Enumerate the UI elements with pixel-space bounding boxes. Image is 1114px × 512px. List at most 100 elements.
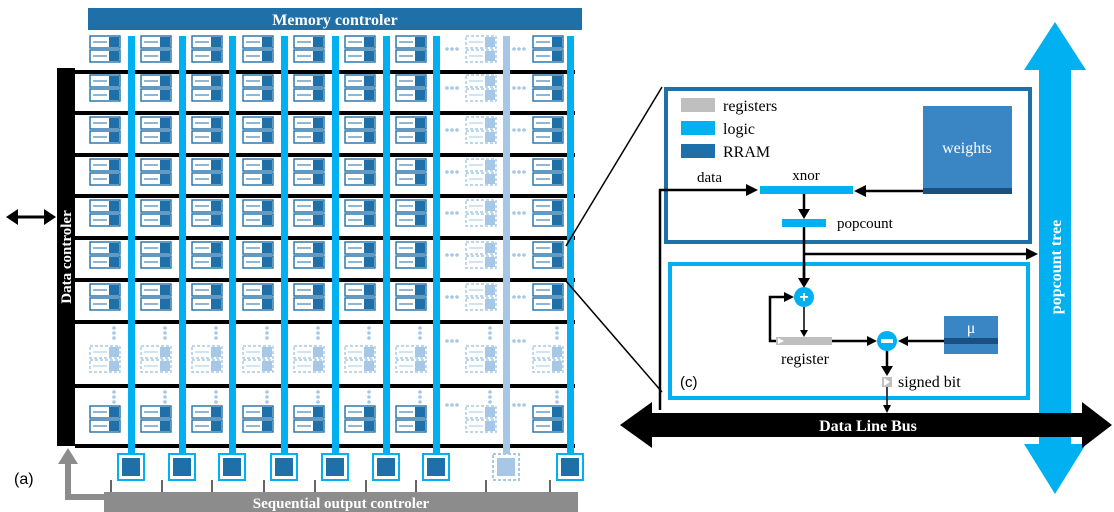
rram-square — [160, 51, 170, 61]
ellipsis-dot — [522, 86, 526, 90]
rram-square — [262, 299, 272, 309]
row-bus-line — [75, 70, 575, 74]
ellipsis-dot — [112, 395, 116, 399]
ellipsis-dot — [522, 339, 526, 343]
rram-square — [109, 76, 119, 86]
rram-square — [552, 174, 562, 184]
rram-square — [211, 215, 221, 225]
ellipsis-dot — [517, 47, 521, 51]
rram-square — [313, 243, 323, 253]
output-register-core — [275, 458, 293, 476]
ellipsis-dot — [555, 326, 559, 330]
rram-square — [552, 201, 562, 211]
rram-square — [160, 243, 170, 253]
ellipsis-dot — [445, 211, 449, 215]
rram-square — [109, 37, 119, 47]
ellipsis-dot — [445, 339, 449, 343]
ellipsis-dot — [450, 128, 454, 132]
ellipsis-dot — [163, 326, 167, 330]
rram-square — [415, 299, 425, 309]
weights-base — [923, 188, 1012, 194]
ellipsis-dot — [450, 47, 454, 51]
legend-swatch-registers — [681, 98, 715, 112]
rram-square — [415, 51, 425, 61]
rram-square — [415, 174, 425, 184]
rram-square — [262, 421, 272, 431]
rram-square — [211, 299, 221, 309]
ellipsis-dot — [522, 128, 526, 132]
ellipsis-dot — [316, 336, 320, 340]
ellipsis-dot — [522, 295, 526, 299]
ellipsis-dot — [522, 403, 526, 407]
rram-square — [364, 215, 374, 225]
rram-square — [109, 299, 119, 309]
ellipsis-dot — [316, 331, 320, 335]
rram-square — [160, 90, 170, 100]
rram-square — [160, 407, 170, 417]
rram-square — [415, 257, 425, 267]
rram-square — [313, 347, 323, 357]
ellipsis-dot — [555, 400, 559, 404]
signed-bit-label: signed bit — [898, 374, 961, 391]
rram-square — [552, 257, 562, 267]
ellipsis-dot — [163, 336, 167, 340]
ellipsis-dot — [450, 211, 454, 215]
rram-square — [485, 407, 495, 417]
rram-square — [485, 160, 495, 170]
rram-square — [415, 76, 425, 86]
weights-block — [923, 106, 1012, 188]
ellipsis-dot — [522, 253, 526, 257]
ellipsis-dot — [512, 253, 516, 257]
ellipsis-dot — [555, 390, 559, 394]
rram-square — [552, 285, 562, 295]
ellipsis-dot — [112, 326, 116, 330]
rram-square — [364, 160, 374, 170]
rram-square — [415, 407, 425, 417]
rram-square — [415, 201, 425, 211]
rram-square — [262, 243, 272, 253]
ellipsis-dot — [455, 128, 459, 132]
rram-square — [262, 347, 272, 357]
ellipsis-dot — [512, 47, 516, 51]
data-line-bus-label: Data Line Bus — [819, 418, 917, 435]
rram-square — [313, 407, 323, 417]
ellipsis-dot — [214, 390, 218, 394]
ellipsis-dot — [488, 390, 492, 394]
rram-square — [262, 76, 272, 86]
ellipsis-dot — [522, 211, 526, 215]
output-register-core — [122, 458, 140, 476]
ellipsis-dot — [512, 403, 516, 407]
rram-square — [552, 90, 562, 100]
legend-label-logic: logic — [723, 121, 755, 138]
ellipsis-dot — [555, 336, 559, 340]
rram-square — [364, 407, 374, 417]
rram-square — [211, 361, 221, 371]
rram-square — [313, 421, 323, 431]
mu-base — [944, 338, 998, 344]
rram-square — [485, 243, 495, 253]
data-controller-label: Data controler — [59, 210, 75, 304]
column-logic-line — [229, 36, 236, 456]
ellipsis-dot — [445, 47, 449, 51]
rram-square — [485, 285, 495, 295]
ellipsis-dot — [316, 400, 320, 404]
ellipsis-dot — [488, 331, 492, 335]
column-logic-line — [332, 36, 339, 456]
rram-square — [313, 299, 323, 309]
io-double-arrow — [6, 209, 56, 225]
rram-square — [262, 257, 272, 267]
rram-square — [485, 257, 495, 267]
ellipsis-dot — [455, 211, 459, 215]
rram-square — [313, 201, 323, 211]
rram-square — [485, 118, 495, 128]
rram-square — [313, 160, 323, 170]
rram-square — [160, 421, 170, 431]
rram-square — [415, 361, 425, 371]
column-logic-line — [567, 36, 574, 456]
ellipsis-dot — [112, 331, 116, 335]
rram-square — [552, 215, 562, 225]
rram-square — [364, 421, 374, 431]
ellipsis-dot — [418, 390, 422, 394]
ellipsis-dot — [555, 395, 559, 399]
output-register-core — [326, 458, 344, 476]
